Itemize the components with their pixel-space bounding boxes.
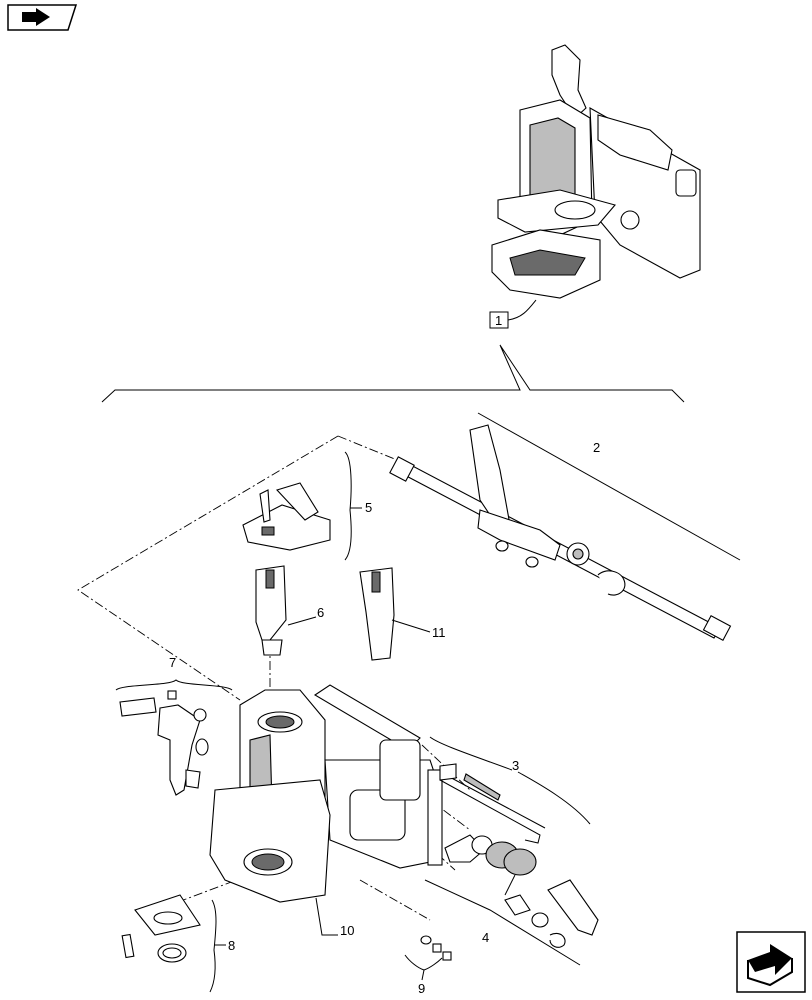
hitch-body-part — [209, 684, 443, 936]
hitch-assembly-overview — [491, 44, 701, 299]
callout-11-label: 11 — [432, 625, 446, 640]
pin-6-part — [255, 565, 317, 656]
callout-1-label: 1 — [495, 313, 502, 328]
callout-1: 1 — [489, 299, 537, 329]
plate-kit-part — [121, 894, 226, 993]
callout-8-label: 8 — [228, 938, 235, 953]
cover-plate-part — [242, 451, 362, 561]
callout-5-label: 5 — [365, 500, 372, 515]
next-page-arrow-icon[interactable] — [736, 931, 806, 993]
spring-rod-part — [429, 736, 591, 844]
callout-9-label: 9 — [418, 981, 425, 996]
spring-kit-part — [424, 834, 599, 966]
small-parts-9 — [404, 935, 452, 981]
callout-7-label: 7 — [169, 655, 176, 670]
callout-4-label: 4 — [482, 930, 489, 945]
group-brace — [101, 344, 685, 403]
latch-kit-part — [115, 679, 233, 796]
callout-6-label: 6 — [317, 605, 324, 620]
callout-2-label: 2 — [593, 440, 600, 455]
callout-10-label: 10 — [340, 923, 354, 938]
book-arrow-icon[interactable] — [7, 4, 78, 31]
pin-11-part — [359, 567, 431, 661]
callout-3-label: 3 — [512, 758, 519, 773]
lever-shaft-part — [389, 412, 741, 641]
